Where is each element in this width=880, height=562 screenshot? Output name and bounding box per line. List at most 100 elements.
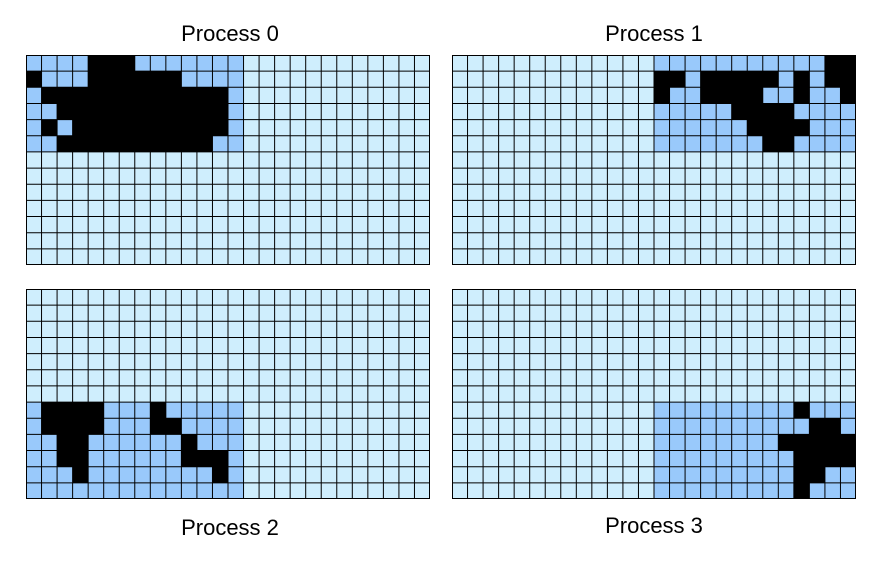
grid-cell <box>212 321 228 338</box>
grid-cell <box>336 450 353 467</box>
grid-cell <box>398 184 415 201</box>
grid-cell <box>259 87 275 104</box>
grid-cell <box>336 369 353 386</box>
grid-cell <box>824 305 841 322</box>
grid-cell-owned <box>26 482 42 499</box>
grid-cell-owned <box>700 482 717 499</box>
grid-cell <box>88 305 104 322</box>
grid-cell-owned <box>134 418 151 435</box>
grid-cell <box>243 385 260 403</box>
grid-cell <box>638 103 654 120</box>
grid-cell <box>398 55 415 72</box>
grid-cell <box>181 353 197 370</box>
grid-cell <box>731 200 748 217</box>
grid-cell <box>165 353 182 370</box>
grid-cell <box>290 103 306 120</box>
grid-cell <box>212 216 228 233</box>
grid-cell <box>840 337 856 354</box>
grid-cell <box>529 87 546 104</box>
grid-cell <box>367 151 384 169</box>
grid-cell <box>638 200 654 217</box>
grid-cell <box>274 289 291 306</box>
grid-cell <box>321 248 337 265</box>
grid-cell <box>778 200 794 217</box>
grid-cell <box>196 151 213 169</box>
grid-cell <box>778 385 794 403</box>
grid-cell <box>747 385 763 403</box>
grid-cell <box>383 103 399 120</box>
grid-cell <box>545 353 561 370</box>
grid-cell <box>824 289 841 306</box>
grid-cell <box>840 216 856 233</box>
grid-cell <box>290 151 306 169</box>
grid-cell-owned <box>654 434 670 451</box>
grid-cell <box>26 353 42 370</box>
grid-cell <box>398 200 415 217</box>
grid-cell-owned <box>669 482 686 499</box>
grid-cell <box>840 248 856 265</box>
grid-cell-filled <box>809 466 825 483</box>
grid-cell <box>305 418 322 435</box>
grid-cell-filled <box>150 103 166 120</box>
grid-cell <box>134 321 151 338</box>
grid-cell <box>367 305 384 322</box>
grid-cell <box>165 305 182 322</box>
grid-cell <box>607 200 623 217</box>
grid-cell <box>414 337 430 354</box>
grid-cell <box>638 369 654 386</box>
grid-cell-filled <box>778 135 794 152</box>
grid-cell-owned <box>196 55 213 72</box>
grid-cell <box>414 184 430 201</box>
grid-cell-filled <box>57 434 73 451</box>
grid-cell-owned <box>26 434 42 451</box>
grid-cell <box>545 87 561 104</box>
grid-cell <box>321 184 337 201</box>
grid-cell <box>41 216 58 233</box>
grid-cell <box>467 482 484 499</box>
grid-cell <box>150 337 166 354</box>
grid-cell <box>685 337 701 354</box>
grid-cell <box>103 321 120 338</box>
grid-cell <box>41 353 58 370</box>
grid-cell <box>778 369 794 386</box>
grid-cell <box>150 200 166 217</box>
grid-cell <box>545 55 561 72</box>
grid-cell <box>119 321 135 338</box>
grid-cell <box>483 418 499 435</box>
grid-cell-owned <box>716 55 732 72</box>
grid-cell-owned <box>228 135 244 152</box>
grid-cell <box>545 103 561 120</box>
grid-cell-owned <box>181 466 197 483</box>
grid-cell <box>352 466 368 483</box>
grid-cell <box>212 200 228 217</box>
grid-cell <box>762 200 779 217</box>
grid-cell <box>762 216 779 233</box>
grid-cell-owned <box>824 103 841 120</box>
grid-cell <box>498 103 515 120</box>
grid-cell <box>607 482 623 499</box>
grid-cell <box>150 353 166 370</box>
grid-cell-owned <box>103 466 120 483</box>
grid-cell <box>545 151 561 169</box>
grid-cell <box>809 289 825 306</box>
grid-cell <box>498 135 515 152</box>
grid-cell <box>452 402 468 419</box>
grid-cell-owned <box>778 87 794 104</box>
grid-cell <box>591 369 608 386</box>
grid-cell <box>103 305 120 322</box>
grid-cell <box>336 87 353 104</box>
grid-cell <box>685 232 701 249</box>
grid-cell <box>259 232 275 249</box>
grid-cell <box>669 232 686 249</box>
grid-cell <box>383 482 399 499</box>
grid-cell <box>336 385 353 403</box>
grid-cell <box>212 385 228 403</box>
grid-cell <box>622 353 639 370</box>
grid-cell-filled <box>88 103 104 120</box>
grid-cell-owned <box>165 450 182 467</box>
grid-cell <box>228 151 244 169</box>
grid-cell <box>576 87 592 104</box>
grid-cell <box>576 289 592 306</box>
grid-cell <box>88 232 104 249</box>
grid-cell <box>560 289 577 306</box>
